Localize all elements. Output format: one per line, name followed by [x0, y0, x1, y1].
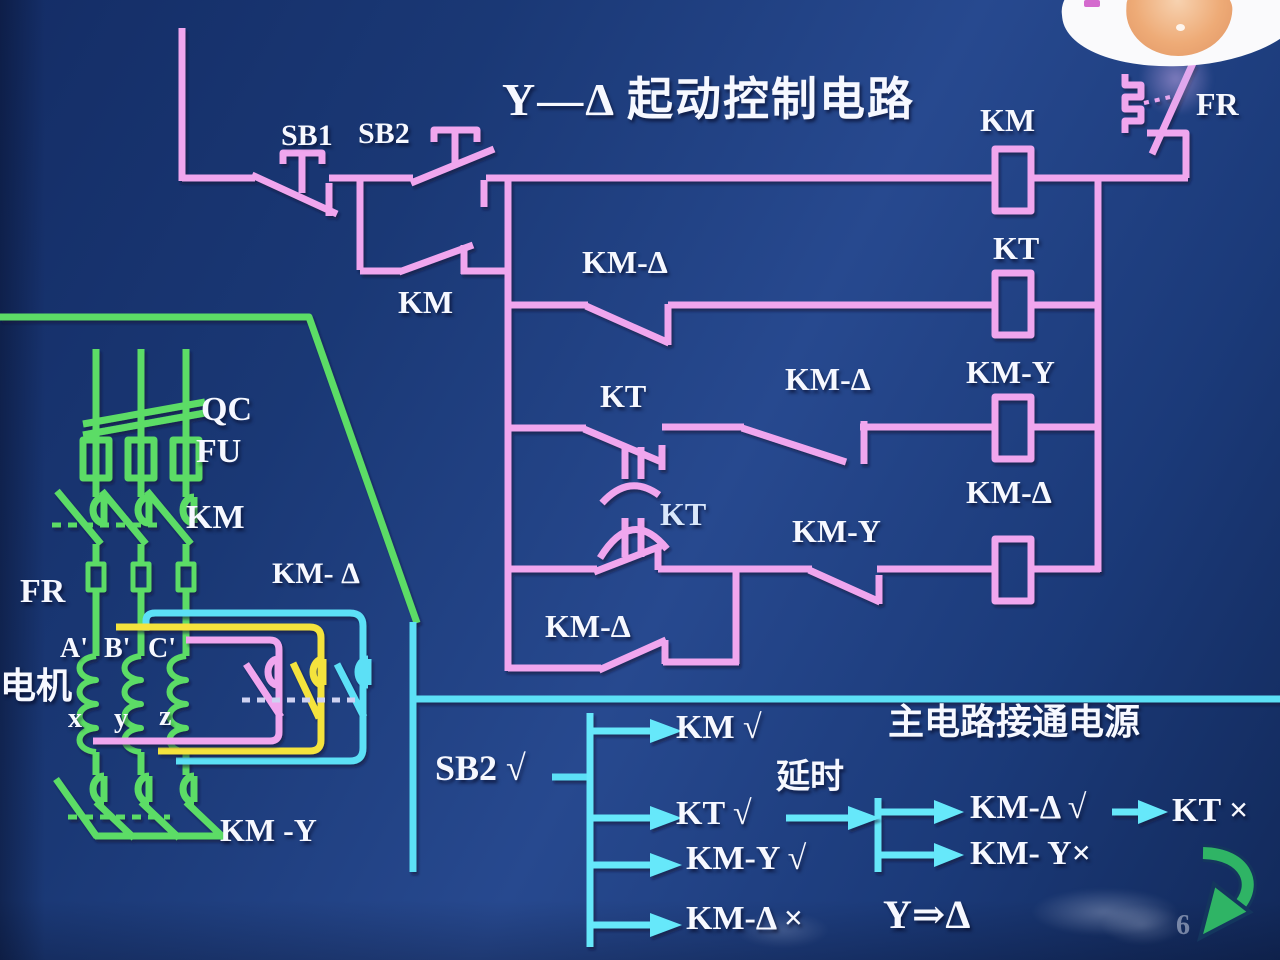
label-winding-y: y: [114, 703, 128, 734]
label-kt-delay: KT: [660, 496, 707, 532]
kmdelta-coil: [991, 535, 1035, 605]
kmy-star-contacts: [89, 772, 227, 841]
pink-fleck: [1084, 0, 1100, 7]
kt-delay-contact: [597, 447, 670, 560]
flow-arrows: [586, 713, 1138, 947]
star-point-bar: [53, 776, 227, 840]
label-km-delta-no: KM-Δ: [545, 608, 631, 644]
faint-watermark: 6: [1176, 910, 1190, 941]
row-kmdelta-coil: [508, 542, 1100, 664]
label-km-delta-coil: KM-Δ: [966, 474, 1052, 510]
label-km-selfhold: KM: [398, 284, 454, 320]
row-kmy-coil: [508, 421, 1100, 470]
row-kt-coil: [508, 301, 1100, 347]
page-title: Y—Δ 起动控制电路: [502, 74, 916, 125]
flow-arrowheads: [650, 719, 1168, 937]
label-winding-x: x: [68, 703, 82, 734]
motor-winding: [166, 653, 189, 755]
sb2-contact: [409, 126, 496, 207]
motor-winding: [121, 653, 144, 755]
flow-after-km-y: KM- Y×: [970, 835, 1092, 872]
label-km-y-main: KM -Y: [220, 812, 317, 848]
flow-after-km-delta: KM-Δ √: [970, 789, 1087, 826]
fr-heater: [85, 561, 107, 593]
delta-wire-pink: [93, 636, 284, 745]
flow-main-note: 主电路接通电源: [888, 702, 1141, 742]
km-main-contacts: [54, 488, 198, 547]
label-fr-main: FR: [20, 573, 66, 610]
label-kt-coil: KT: [993, 230, 1040, 266]
power-circuit-lines: [0, 313, 421, 841]
control-circuit-lines: [178, 28, 1197, 674]
label-winding-z: z: [159, 701, 172, 732]
fr-heater: [175, 561, 197, 593]
label-winding-a: A': [60, 633, 88, 664]
qc-switch: [82, 398, 206, 439]
motor-winding: [76, 653, 99, 755]
label-sb1: SB1: [281, 119, 333, 152]
label-sb2: SB2: [358, 117, 410, 150]
main-link: [409, 622, 1280, 872]
label-winding-c: C': [148, 633, 176, 664]
label-km-coil: KM: [980, 102, 1036, 138]
pointer-highlight: [1176, 24, 1185, 31]
label-winding-b: B': [104, 633, 131, 664]
flow-branch-km-y: KM-Y √: [686, 840, 807, 877]
delta-wire-yellow: [116, 623, 327, 755]
label-km-delta-nc-mid: KM-Δ: [785, 361, 871, 397]
row-kmdelta-no: [508, 636, 739, 674]
kmy-coil: [991, 393, 1035, 463]
flow-after-kt: KT ×: [1172, 792, 1249, 829]
label-km-y-nc: KM-Y: [792, 513, 881, 549]
label-motor: 电机: [0, 666, 73, 706]
label-km-delta-nc-top: KM-Δ: [582, 244, 668, 280]
km-selfhold-contact: [356, 180, 510, 276]
flow-transition: Y⇒Δ: [883, 892, 971, 937]
label-km-y-coil: KM-Y: [966, 354, 1055, 390]
flow-branch-km-delta: KM-Δ ×: [686, 900, 804, 937]
fr-heater: [130, 561, 152, 593]
km-coil: [991, 145, 1035, 215]
sb1-contact: [250, 149, 339, 218]
label-fr-nc: FR: [1196, 86, 1239, 122]
flow-branch-kt: KT √: [676, 795, 752, 832]
label-km-delta-main: KM- Δ: [272, 557, 360, 590]
link-lines: [142, 609, 1280, 872]
label-kt-no: KT: [600, 378, 647, 414]
rotate-arrow-icon: [1196, 844, 1257, 942]
kt-coil: [991, 269, 1035, 339]
flow-branch-km: KM √: [676, 709, 762, 746]
label-km-main: KM: [186, 499, 245, 536]
delta-wire-cyan: [142, 609, 367, 765]
power-bus: [0, 313, 421, 625]
flow-trigger: SB2 √: [435, 748, 526, 788]
label-qc: QC: [201, 391, 252, 428]
flow-delay: 延时: [776, 759, 844, 796]
label-fu: FU: [196, 433, 242, 470]
